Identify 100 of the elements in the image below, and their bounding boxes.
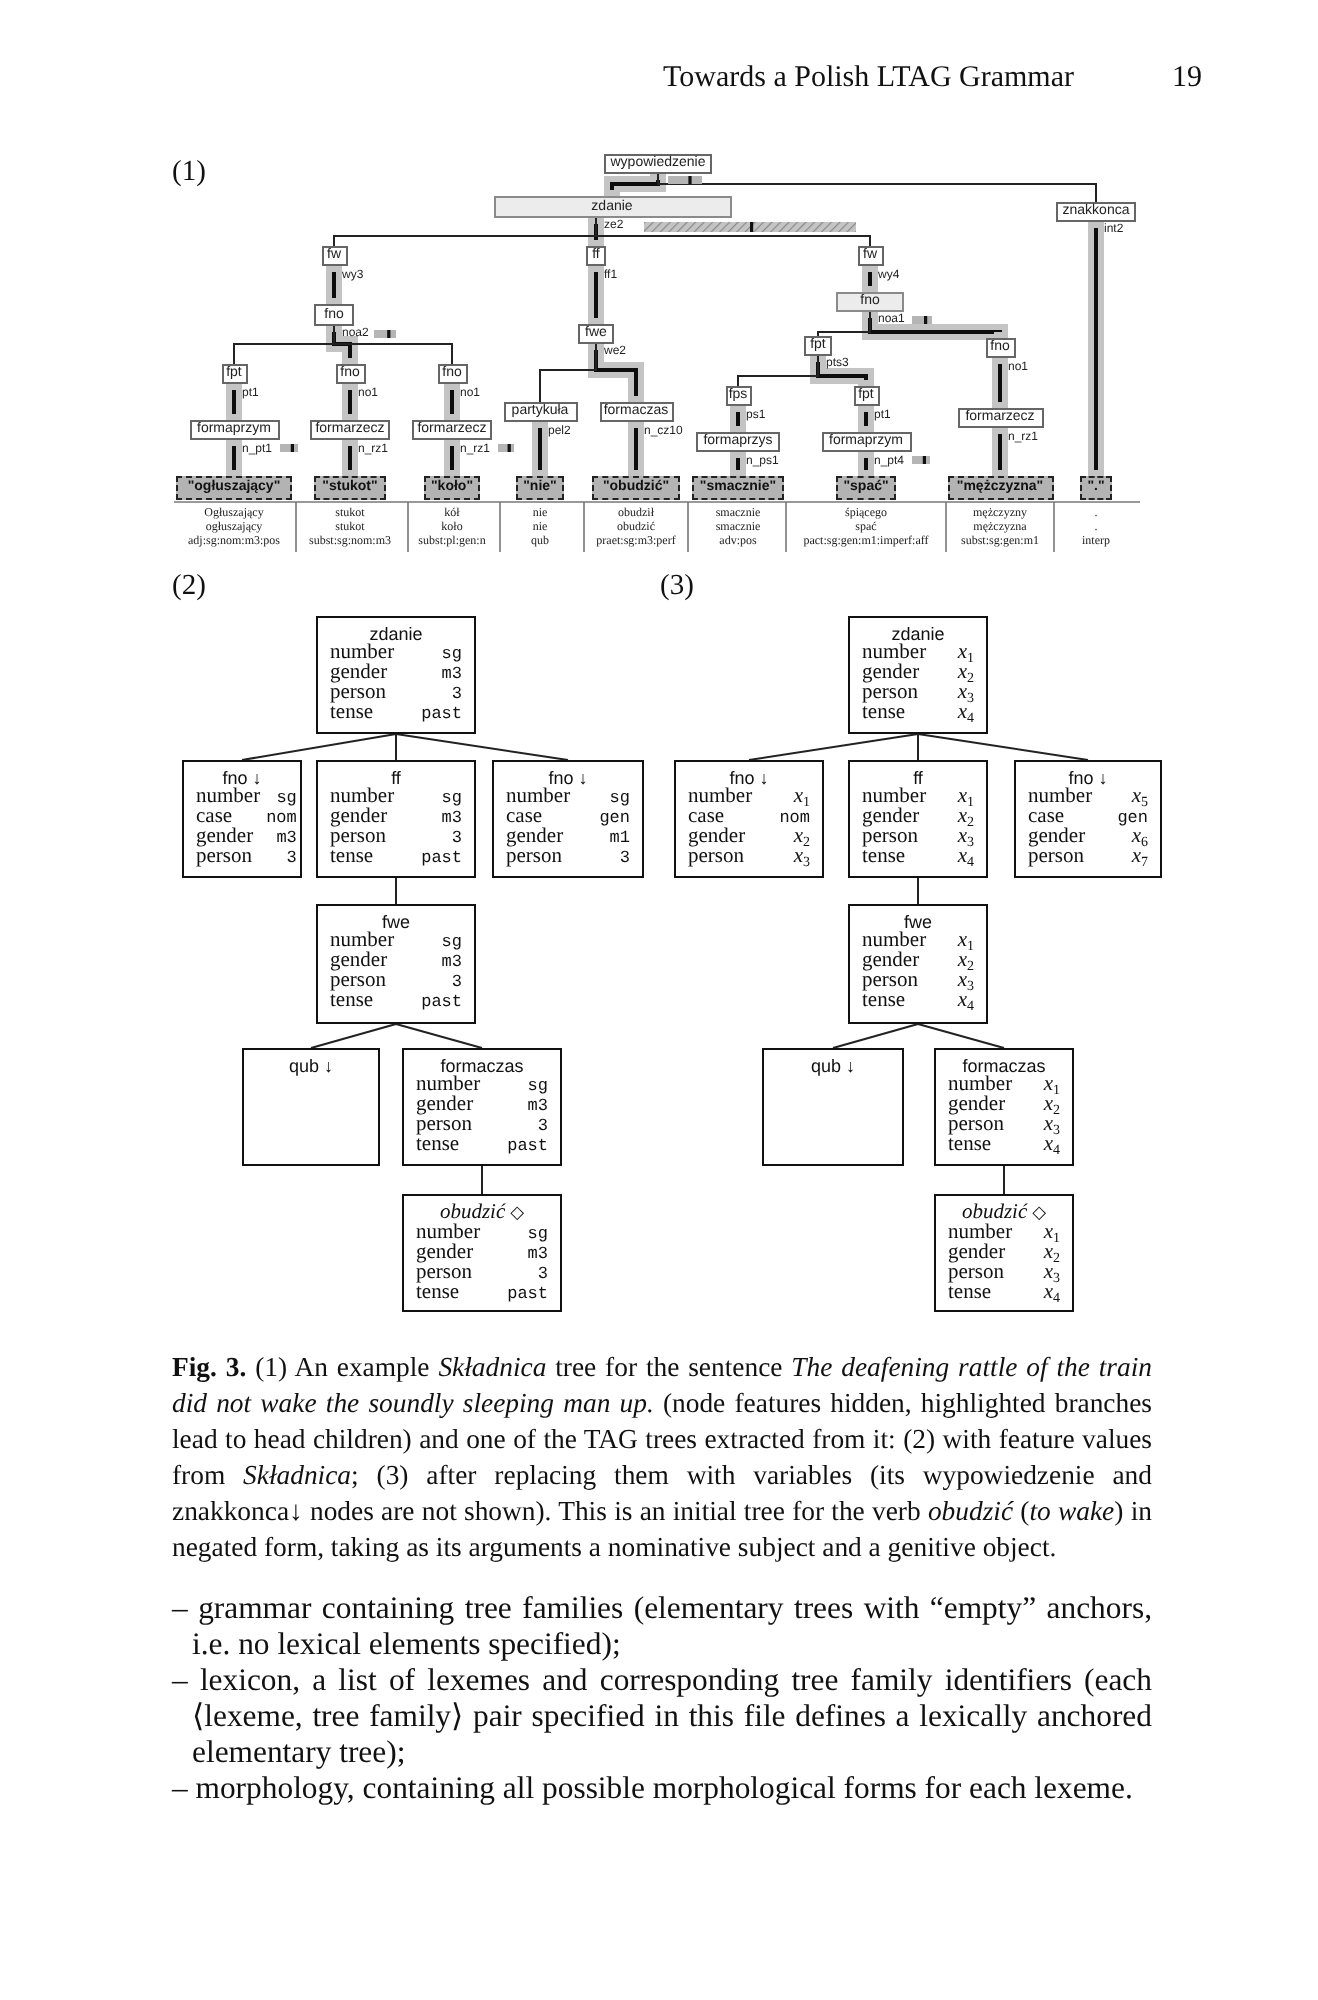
category-label: fno ↓ bbox=[729, 768, 769, 788]
highlighted-branch bbox=[858, 406, 874, 432]
category-label: fno ↓ bbox=[548, 768, 588, 788]
category-label: ff bbox=[913, 768, 923, 788]
category-label: fno ↓ bbox=[222, 768, 262, 788]
tree-node bbox=[985, 338, 1015, 358]
feature-name: tense bbox=[862, 848, 906, 868]
leaf-node bbox=[1080, 476, 1112, 500]
feature-value: x$_{3}$ bbox=[1043, 1264, 1060, 1284]
feature-value: x$_{3}$ bbox=[793, 848, 810, 868]
leaf-node bbox=[176, 476, 292, 500]
feature-value: past bbox=[421, 848, 462, 868]
highlighted-branch bbox=[604, 174, 666, 196]
category-label: obudzić ◇ bbox=[439, 1202, 525, 1224]
branch-line bbox=[737, 355, 819, 387]
feature-structure bbox=[848, 616, 988, 734]
highlighted-branch bbox=[992, 358, 1008, 408]
branch-line bbox=[917, 733, 1089, 761]
tree-node bbox=[412, 420, 492, 440]
tree-node bbox=[493, 196, 731, 218]
feature-name: tense bbox=[416, 1284, 460, 1304]
category-label: fwe bbox=[903, 912, 932, 932]
feature-name: number bbox=[862, 932, 927, 952]
tree-node bbox=[821, 432, 911, 452]
tree-node bbox=[578, 324, 614, 344]
category-label: fwe bbox=[381, 912, 410, 932]
feature-value: x$_{3}$ bbox=[957, 684, 974, 704]
highlighted-branch bbox=[342, 384, 358, 420]
feature-value: x$_{3}$ bbox=[957, 828, 974, 848]
highlighted-branch bbox=[444, 384, 460, 420]
feature-name: gender bbox=[330, 664, 388, 684]
category-label: fno ↓ bbox=[1068, 768, 1108, 788]
tree-node bbox=[804, 336, 832, 356]
feature-structure bbox=[492, 760, 644, 878]
tree-node bbox=[314, 304, 354, 326]
branch-line bbox=[333, 325, 453, 365]
category-label: formaczas bbox=[440, 1056, 524, 1076]
feature-value: nom bbox=[266, 808, 297, 828]
feature-structure bbox=[848, 904, 988, 1024]
feature-name: tense bbox=[948, 1284, 992, 1304]
feature-value: sg bbox=[441, 932, 462, 952]
feature-name: tense bbox=[862, 704, 906, 724]
feature-value: sg bbox=[609, 788, 630, 808]
feature-value: 3 bbox=[619, 848, 630, 868]
feature-value: x$_{2}$ bbox=[957, 952, 974, 972]
category-label: ff bbox=[391, 768, 401, 788]
feature-value: x$_{1}$ bbox=[957, 932, 974, 952]
feature-value: m3 bbox=[527, 1096, 548, 1116]
leaf-node bbox=[836, 476, 896, 500]
feature-name: case bbox=[506, 808, 543, 828]
branch-line bbox=[917, 877, 919, 905]
feature-name: tense bbox=[862, 992, 906, 1012]
list-item: – morphology, containing all possible morphological forms for each lexeme. bbox=[172, 1772, 1135, 1808]
feature-name: person bbox=[862, 684, 918, 704]
feature-name: gender bbox=[862, 952, 920, 972]
feature-value: x$_{2}$ bbox=[793, 828, 810, 848]
panel-number: (3) bbox=[660, 570, 694, 602]
tree-node bbox=[437, 364, 467, 384]
highlighted-branch bbox=[326, 326, 358, 364]
feature-structure bbox=[934, 1048, 1074, 1166]
feature-value: x$_{6}$ bbox=[1131, 828, 1148, 848]
feature-value: x$_{2}$ bbox=[957, 808, 974, 828]
feature-value: m3 bbox=[441, 952, 462, 972]
feature-value: x$_{1}$ bbox=[793, 788, 810, 808]
feature-name: gender bbox=[506, 828, 564, 848]
highlighted-branch bbox=[444, 440, 460, 476]
feature-name: gender bbox=[330, 808, 388, 828]
feature-value: x$_{1}$ bbox=[1043, 1076, 1060, 1096]
leaf-node bbox=[314, 476, 386, 500]
feature-value: 3 bbox=[451, 972, 462, 992]
tree-node bbox=[503, 402, 577, 422]
feature-value: x$_{5}$ bbox=[1131, 788, 1148, 808]
highlighted-branch bbox=[992, 428, 1008, 476]
feature-value: x$_{3}$ bbox=[1043, 1116, 1060, 1136]
branch-line bbox=[748, 733, 919, 761]
feature-name: gender bbox=[416, 1244, 474, 1264]
branch-line bbox=[395, 877, 397, 905]
feature-name: number bbox=[948, 1224, 1013, 1244]
feature-name: number bbox=[1028, 788, 1093, 808]
feature-value: 3 bbox=[537, 1116, 548, 1136]
tree-node bbox=[857, 246, 883, 266]
feature-value: x$_{3}$ bbox=[957, 972, 974, 992]
feature-name: person bbox=[330, 828, 386, 848]
feature-value: m3 bbox=[276, 828, 297, 848]
feature-value: x$_{1}$ bbox=[957, 788, 974, 808]
feature-value: sg bbox=[276, 788, 297, 808]
category-label: zdanie bbox=[891, 624, 945, 644]
feature-value: m3 bbox=[527, 1244, 548, 1264]
leaf-node bbox=[592, 476, 680, 500]
highlighted-branch bbox=[226, 440, 242, 476]
tree-node bbox=[310, 420, 390, 440]
highlighted-branch bbox=[226, 384, 242, 420]
highlighted-branch bbox=[862, 266, 878, 292]
feature-structure bbox=[848, 760, 988, 878]
feature-name: number bbox=[330, 644, 395, 664]
feature-name: number bbox=[330, 788, 395, 808]
feature-name: gender bbox=[330, 952, 388, 972]
feature-name: tense bbox=[330, 848, 374, 868]
highlighted-branch bbox=[532, 422, 548, 476]
feature-value: m3 bbox=[441, 664, 462, 684]
